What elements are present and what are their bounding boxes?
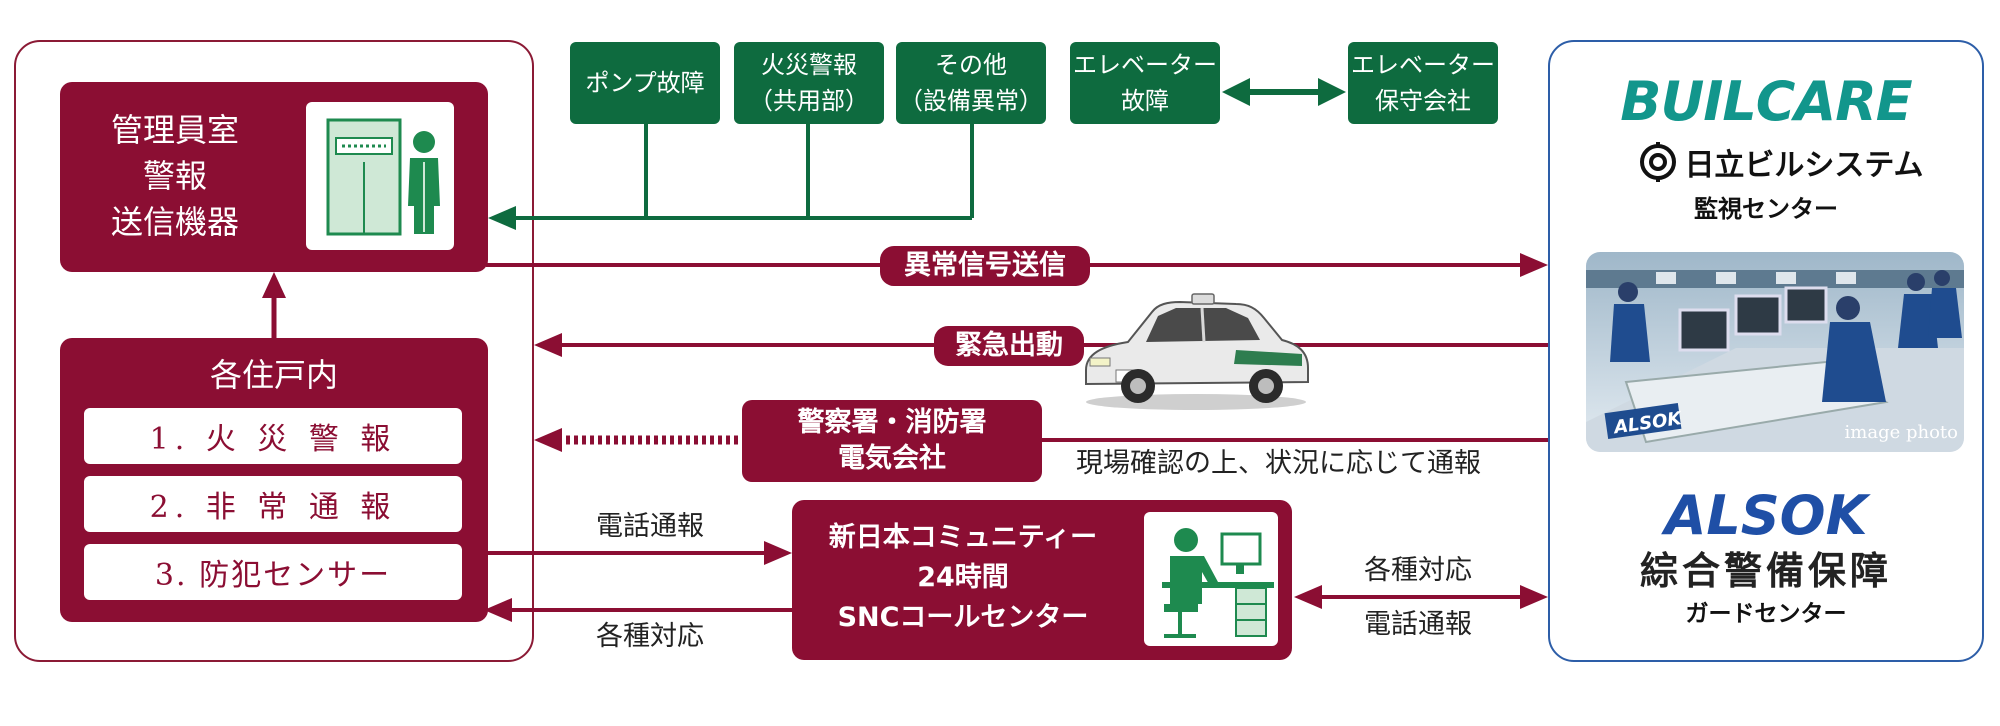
elevator-arrowhead-left — [1222, 78, 1250, 106]
hitachi-emblem-icon — [1640, 142, 1677, 182]
authorities-arrowhead — [534, 428, 562, 452]
alert-other-sublabel: （設備異常） — [899, 87, 1043, 115]
elevator-fault-line-1: エレベーター — [1073, 51, 1217, 79]
alert-fire-label: 火災警報 — [761, 51, 857, 79]
signal-arrowhead — [1520, 253, 1548, 277]
guard-center-label: ガードセンター — [1685, 601, 1847, 627]
snc-right-arrowhead-right — [1520, 585, 1548, 609]
alarm-equipment-icon — [306, 102, 454, 250]
right-phone-label: 電話通報 — [1364, 609, 1472, 640]
residence-side-panel — [14, 40, 534, 662]
alert-pump-failure-label: ポンプ故障 — [585, 69, 705, 97]
green-arrowhead-left — [488, 206, 516, 230]
snc-title: 新日本コミュニティー 24時間 SNCコールセンター — [808, 518, 1118, 642]
equipment-alert-bus — [512, 124, 974, 220]
emergency-dispatch-label: 緊急出動 — [934, 326, 1084, 366]
image-photo-caption: image photo — [1844, 422, 1958, 443]
phone-report-label: 電話通報 — [596, 511, 704, 542]
alert-fire-common-area: 火災警報 （共用部） — [734, 42, 884, 124]
authorities-box: 警察署・消防署 電気会社 — [742, 400, 1042, 482]
snc-title-line-3: SNCコールセンター — [837, 602, 1089, 633]
residence-item-security-sensor: 3. 防犯センサー — [84, 544, 462, 600]
alert-fire-sublabel: （共用部） — [749, 87, 869, 115]
hitachi-company-name: 日立ビルシステム — [1684, 148, 1924, 183]
elevator-fault-line-2: 故障 — [1121, 87, 1169, 115]
builcare-logo: BUILCARE — [1620, 70, 1912, 133]
alsok-company-name: 綜合警備保障 — [1639, 548, 1892, 593]
operator-icon — [1144, 512, 1278, 646]
confirm-report-text: 現場確認の上、状況に応じて通報 — [1076, 448, 1481, 479]
management-title-line-3: 送信機器 — [110, 203, 239, 241]
alsok-logo: ALSOK — [1664, 484, 1868, 547]
phone-report-arrowhead — [764, 541, 792, 565]
management-title-line-2: 警報 — [142, 157, 207, 195]
right-responses-label: 各種対応 — [1364, 555, 1472, 586]
monitoring-center-label: 監視センター — [1694, 195, 1838, 223]
alert-other-equipment: その他 （設備異常） — [896, 42, 1046, 124]
patrol-car-illustration — [1085, 293, 1309, 410]
dispatch-arrowhead — [534, 333, 562, 357]
responses-arrowhead — [484, 598, 512, 622]
snc-right-arrowhead-left — [1294, 585, 1322, 609]
elevator-arrowhead-right — [1318, 78, 1346, 106]
monitoring-center-panel — [1548, 40, 1984, 662]
snc-title-line-1: 新日本コミュニティー — [828, 522, 1098, 553]
management-title: 管理員室 警報 送信機器 — [60, 82, 290, 270]
residences-title: 各住戸内 — [209, 356, 338, 394]
residence-item-fire-alarm: 1. 火 災 警 報 — [84, 408, 462, 464]
elevator-company-line-1: エレベーター — [1351, 51, 1495, 79]
authorities-line-1: 警察署・消防署 — [797, 407, 987, 438]
management-title-line-1: 管理員室 — [110, 111, 239, 149]
control-room-photo: ALSOK image photo — [1586, 252, 1964, 452]
elevator-company-box: エレベーター 保守会社 — [1348, 42, 1498, 124]
signal-transmit-label: 異常信号送信 — [880, 246, 1090, 286]
alert-pump-failure: ポンプ故障 — [570, 42, 720, 124]
elevator-company-line-2: 保守会社 — [1375, 87, 1471, 115]
hitachi-building-systems: 日立ビルシステム — [1636, 140, 1926, 184]
authorities-line-2: 電気会社 — [838, 443, 946, 474]
residence-up-arrowhead — [262, 272, 286, 298]
snc-title-line-2: 24時間 — [917, 562, 1009, 593]
elevator-fault-box: エレベーター 故障 — [1070, 42, 1220, 124]
residence-item-emergency-call: 2. 非 常 通 報 — [84, 476, 462, 532]
responses-label: 各種対応 — [596, 621, 704, 652]
alert-other-label: その他 — [935, 51, 1007, 79]
